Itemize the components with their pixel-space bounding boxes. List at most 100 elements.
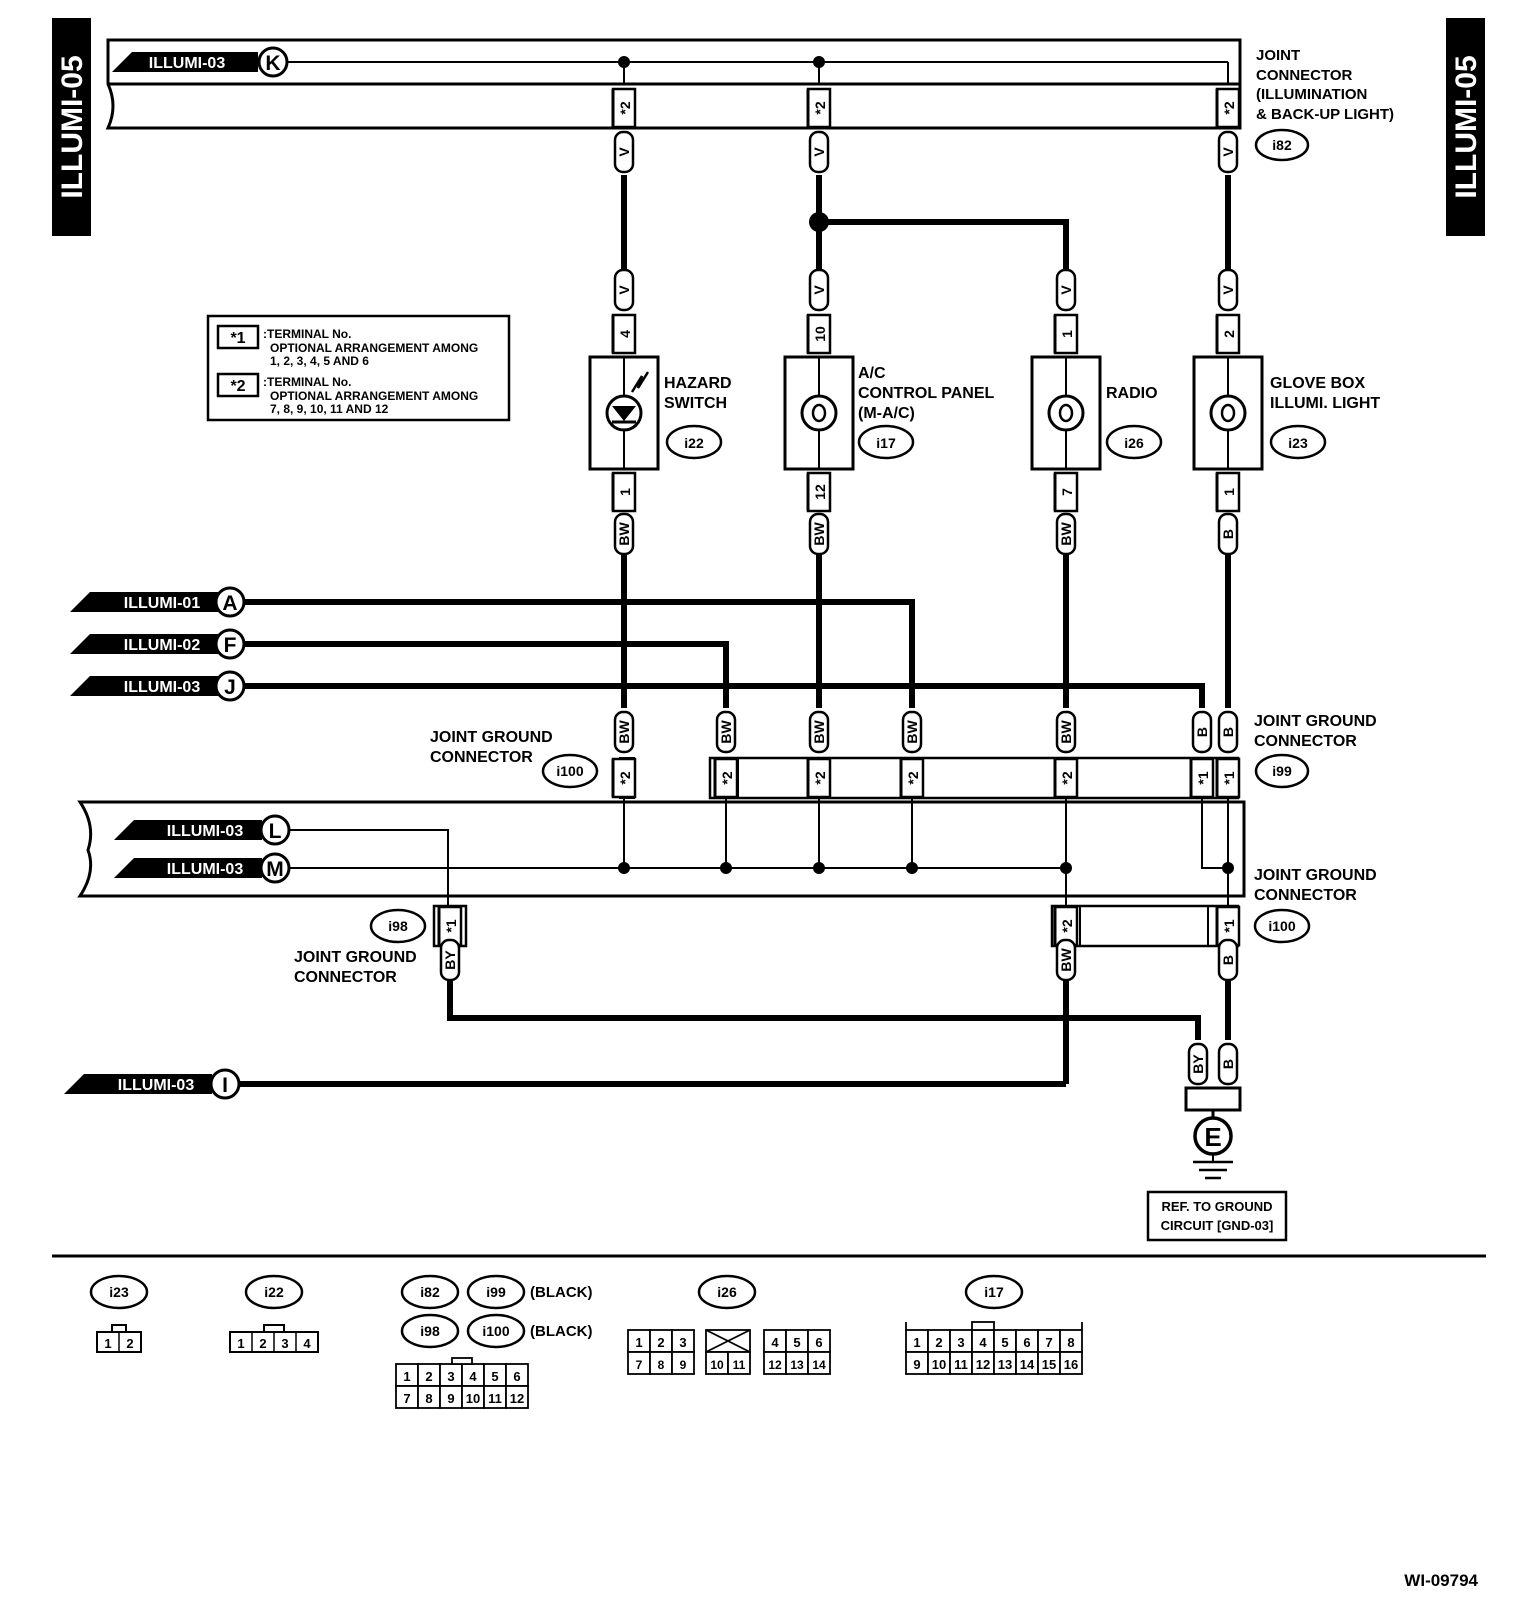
joint-connector-i82-bar (105, 38, 1242, 130)
pin-number: 10 (710, 1358, 724, 1372)
pin-number: 4 (771, 1335, 779, 1350)
wire-tag-v: V (1217, 130, 1239, 174)
pin-number: 8 (425, 1391, 432, 1406)
svg-text:4: 4 (303, 1336, 311, 1351)
pin-number: 15 (1042, 1357, 1056, 1372)
offpage-letter-a: A (222, 592, 237, 615)
pin-star2: *2 (806, 757, 832, 799)
ground-ref-box (1146, 1190, 1288, 1242)
svg-text:BW: BW (1058, 948, 1074, 972)
svg-text:1: 1 (617, 488, 633, 496)
pin-cell (505, 1385, 529, 1409)
pin-star2: *2 (611, 87, 637, 129)
wire-tag-bw: BW (808, 710, 830, 754)
legend-mark-2: *2 (230, 378, 245, 395)
svg-text:*1: *1 (1195, 771, 1211, 784)
svg-text:1: 1 (237, 1336, 244, 1351)
pin-number: 3 (447, 1369, 454, 1384)
svg-text:(BLACK): (BLACK) (530, 1284, 592, 1301)
right-page-tab (1446, 18, 1485, 236)
svg-text:CONTROL PANEL: CONTROL PANEL (858, 385, 995, 402)
legend-note-2-l3: 7, 8, 9, 10, 11 AND 12 (270, 402, 389, 416)
svg-text:BW: BW (1058, 522, 1074, 546)
wire-tag-v: V (808, 268, 830, 312)
svg-text:3: 3 (281, 1336, 288, 1351)
offpage-j: ILLUMI-03 J (70, 670, 246, 702)
pin-star2: *2 (713, 757, 739, 799)
pin-number: 5 (491, 1369, 498, 1384)
bottom-connector-i22: i22 1 2 3 4 (229, 1274, 319, 1353)
legend-note-1-l2: OPTIONAL ARRANGEMENT AMONG (270, 341, 478, 355)
ground-symbol: E (1184, 1086, 1242, 1180)
svg-text:HAZARD: HAZARD (664, 375, 732, 392)
pin-number: 10 (932, 1357, 946, 1372)
svg-text:1: 1 (1059, 330, 1075, 338)
i82-label-3: (ILLUMINATION (1256, 86, 1367, 103)
svg-text:2: 2 (259, 1336, 266, 1351)
svg-text:i100: i100 (482, 1323, 509, 1339)
offpage-a: ILLUMI-01 A (70, 586, 246, 618)
pin-number: 11 (488, 1391, 502, 1406)
svg-text:B: B (1220, 1059, 1236, 1069)
left-tab-label: ILLUMI-05 (56, 55, 89, 198)
svg-text:*2: *2 (905, 771, 921, 784)
svg-text:V: V (616, 147, 632, 157)
svg-text:ILLUMI-03: ILLUMI-03 (118, 1077, 195, 1094)
i82-label-1: JOINT (1256, 47, 1300, 64)
i98-label-1: JOINT GROUND (294, 949, 417, 966)
svg-text:BY: BY (442, 950, 458, 970)
lamp-icon (1047, 394, 1085, 432)
pin-number: 13 (998, 1357, 1012, 1372)
ground-ref-1: REF. TO GROUND (1162, 1199, 1273, 1214)
lamp-icon (1209, 394, 1247, 432)
svg-text:(M-A/C): (M-A/C) (858, 405, 915, 422)
svg-text:*2: *2 (812, 771, 828, 784)
i82-id: i82 (1272, 137, 1292, 153)
svg-text:V: V (1058, 285, 1074, 295)
bottom-connector-i23: i23 1 2 (89, 1274, 149, 1353)
ground-ref-2: CIRCUIT [GND-03] (1161, 1218, 1274, 1233)
svg-text:1: 1 (104, 1336, 111, 1351)
pin-number: 6 (1023, 1335, 1030, 1350)
wire-tag-bw: BW (1055, 938, 1077, 982)
svg-text:BW: BW (718, 720, 734, 744)
legend-note-1-l1: :TERMINAL No. (263, 327, 351, 341)
right-tab-label: ILLUMI-05 (1450, 55, 1483, 198)
pin-number: 10 (466, 1391, 480, 1406)
radio-pin-bottom: 7 (1053, 471, 1079, 513)
wire-tag-b: B (1217, 938, 1239, 982)
svg-text:*1: *1 (1221, 771, 1237, 784)
glove-box-light: GLOVE BOX ILLUMI. LIGHT i23 (1192, 355, 1380, 471)
svg-text:*1: *1 (1221, 919, 1237, 932)
pin-number: 6 (815, 1335, 822, 1350)
radio-pin-top: 1 (1053, 313, 1079, 355)
wire-tag-b: B (1217, 1042, 1239, 1086)
svg-text:4: 4 (617, 330, 633, 338)
joint-ground-i99 (708, 756, 1240, 800)
svg-text:ILLUMI-01: ILLUMI-01 (124, 595, 201, 612)
svg-text:*2: *2 (1221, 101, 1237, 114)
pin-number: 5 (1001, 1335, 1008, 1350)
pin-number: 6 (513, 1369, 520, 1384)
pin-number: 8 (1067, 1335, 1074, 1350)
svg-text:BY: BY (1190, 1054, 1206, 1074)
svg-text:12: 12 (812, 484, 828, 500)
offpage-letter-m: M (266, 858, 284, 881)
svg-text:i23: i23 (109, 1284, 129, 1300)
svg-text:SWITCH: SWITCH (664, 395, 727, 412)
wire-tag-bw: BW (901, 710, 923, 754)
svg-text:A/C: A/C (858, 365, 886, 382)
svg-text:1: 1 (1221, 488, 1237, 496)
legend-note-1-l3: 1, 2, 3, 4, 5 AND 6 (270, 354, 369, 368)
wire-tag-v: V (1055, 268, 1077, 312)
pin-star1: *1 (1189, 757, 1215, 799)
lamp-icon (800, 394, 838, 432)
pin-star2: *2 (611, 757, 637, 799)
svg-text:7: 7 (1059, 488, 1075, 496)
svg-text:BW: BW (616, 522, 632, 546)
pin-number: 11 (954, 1357, 968, 1372)
